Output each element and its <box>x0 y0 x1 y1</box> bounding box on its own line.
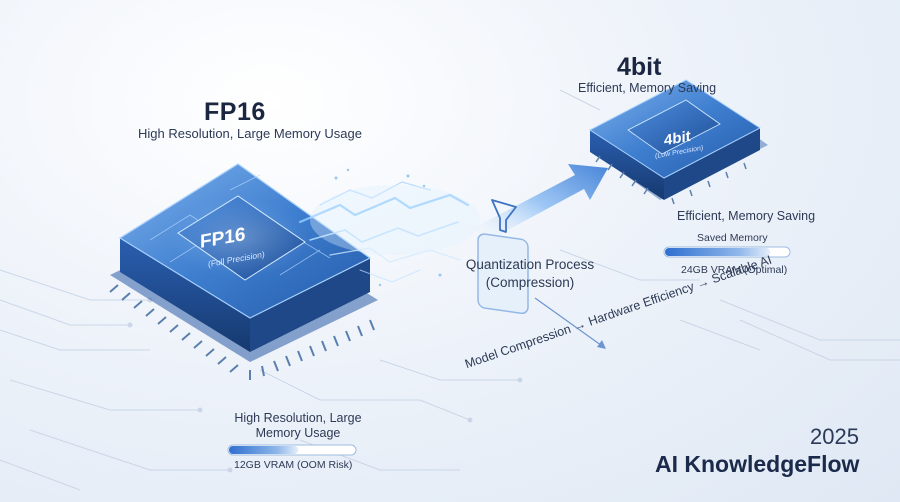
funnel-icon <box>477 199 529 315</box>
bit4-right-label: Efficient, Memory Saving <box>677 209 816 223</box>
process-arrow <box>470 164 608 245</box>
fp16-chip <box>109 163 378 380</box>
saved-memory-label: Saved Memory <box>697 232 768 244</box>
fp16-memory-bar <box>227 444 357 456</box>
bit4-vram-label: 24GB VRAM (Optimal) <box>681 264 788 276</box>
bit4-subtitle: Efficient, Memory Saving <box>578 81 717 95</box>
footer-year: 2025 <box>810 424 859 449</box>
flow-arrow <box>534 297 606 349</box>
bit4-memory-bar <box>663 246 791 258</box>
fp16-subtitle: High Resolution, Large Memory Usage <box>138 126 362 141</box>
bit4-chip <box>589 79 768 205</box>
circuit-traces <box>0 89 900 491</box>
fp16-title: FP16 <box>204 98 266 126</box>
energy-stream <box>298 168 480 287</box>
quantization-label: Quantization Process (Compression) <box>465 257 595 290</box>
footer-brand: AI KnowledgeFlow <box>655 451 860 477</box>
bit4-title: 4bit <box>617 53 662 81</box>
fp16-bottom-label: High Resolution, Large Memory Usage <box>234 411 362 440</box>
fp16-vram-label: 12GB VRAM (OOM Risk) <box>234 459 353 471</box>
